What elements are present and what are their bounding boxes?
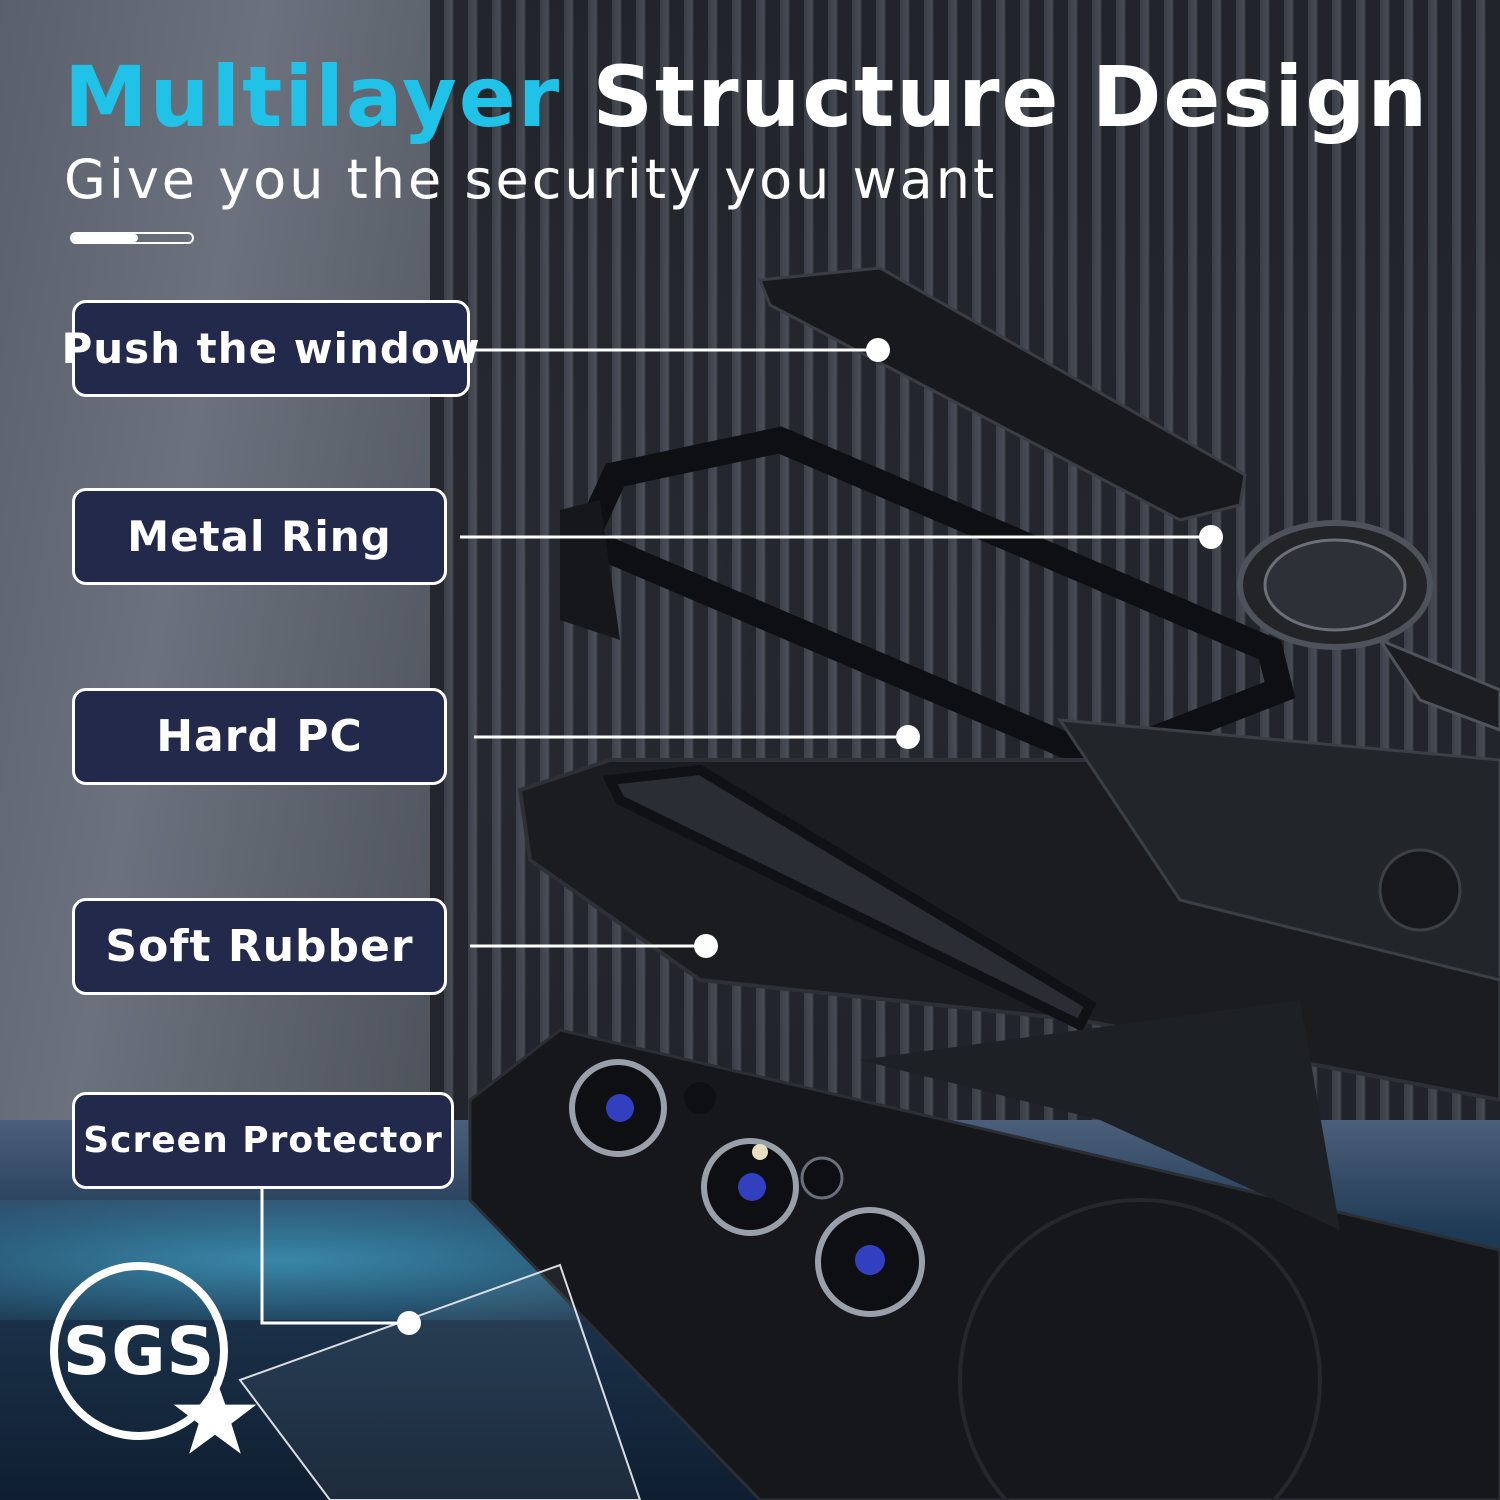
title-accent: Multilayer: [64, 48, 562, 146]
screen-protector-part: [238, 1263, 642, 1500]
title-rest: Structure Design: [592, 48, 1430, 146]
magnetic-ring-outline: [958, 1198, 1322, 1500]
progress-indicator: [70, 232, 194, 244]
sgs-text: SGS: [62, 1312, 216, 1390]
label-metal-ring: Metal Ring: [72, 488, 447, 585]
leader-dot-push: [866, 338, 890, 362]
progress-fill: [72, 234, 138, 242]
camera-slide-window-part: [757, 266, 1247, 522]
label-hard-pc: Hard PC: [72, 688, 447, 785]
page-subtitle: Give you the security you want: [64, 148, 998, 211]
label-soft-rubber: Soft Rubber: [72, 898, 447, 995]
page-title: Multilayer Structure Design: [64, 48, 1429, 146]
label-screen-protector: Screen Protector: [72, 1092, 454, 1189]
leader-dot-pc: [896, 725, 920, 749]
star-icon: [173, 1375, 257, 1454]
label-push-the-window: Push the window: [61, 300, 480, 397]
leader-dot-rubber: [694, 934, 718, 958]
camera-lenses: [569, 1059, 925, 1317]
metal-ring-part: [1237, 520, 1500, 732]
leader-dot-ring: [1199, 525, 1223, 549]
sgs-badge: SGS: [50, 1262, 228, 1440]
leader-dot-screen: [397, 1311, 421, 1335]
